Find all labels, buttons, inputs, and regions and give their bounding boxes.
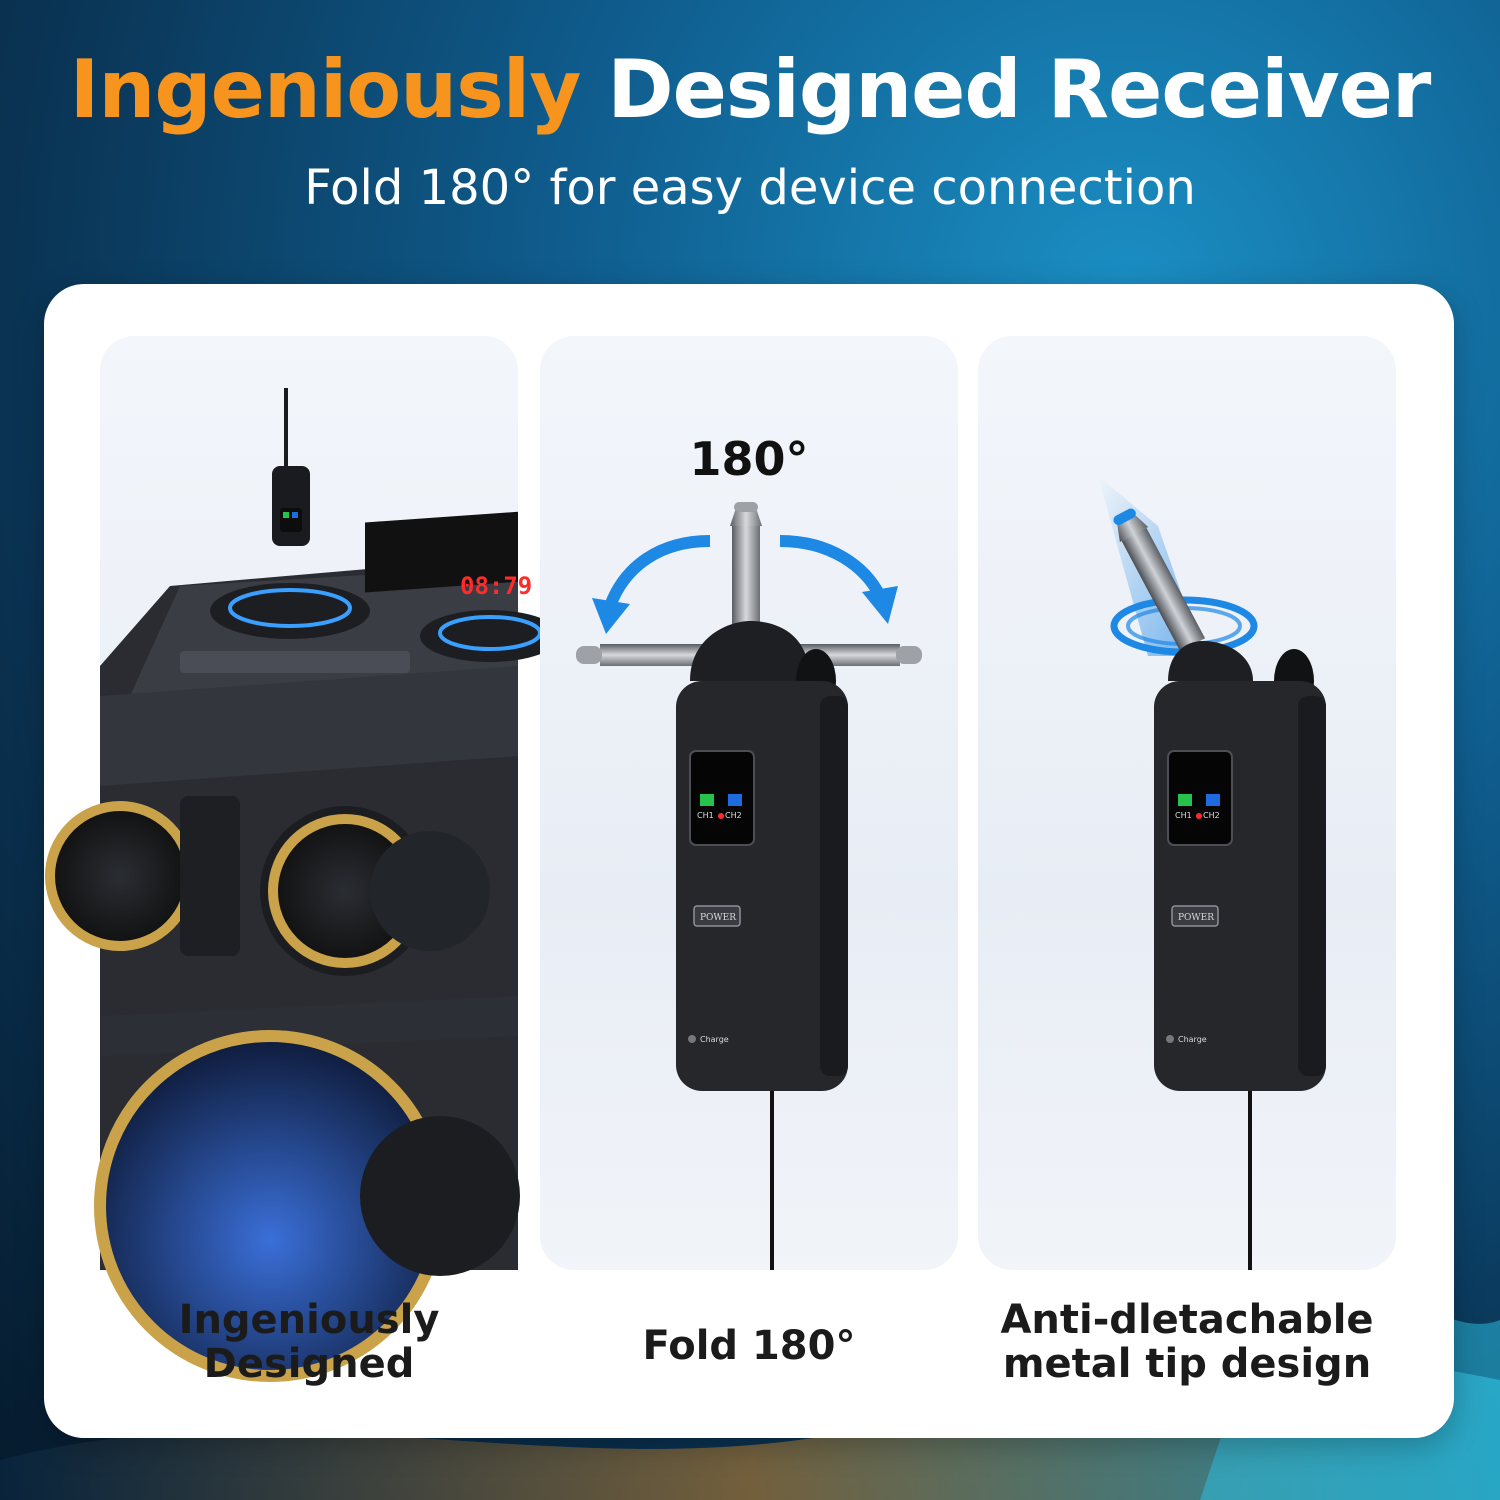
- panel-anti-detachable: CH1 CH2 POWER Charge: [978, 336, 1396, 1270]
- feature-card: 08:79 180°: [44, 284, 1454, 1438]
- caption-line: Designed: [203, 1341, 415, 1387]
- speaker-illustration: 08:79: [45, 388, 560, 1382]
- speaker-display: 08:79: [460, 572, 532, 600]
- panel-ingeniously-designed: 08:79: [45, 336, 560, 1382]
- charge-label: Charge: [700, 1035, 729, 1044]
- power-button-label: POWER: [1178, 913, 1214, 923]
- page-subtitle: Fold 180° for easy device connection: [304, 160, 1196, 216]
- caption-line: metal tip design: [1002, 1341, 1372, 1387]
- caption-fold-180: Fold 180°: [642, 1323, 856, 1369]
- caption-line: Ingeniously: [178, 1297, 440, 1343]
- title-accent: Ingeniously: [69, 43, 582, 136]
- angle-label: 180°: [689, 432, 809, 486]
- panel-fold-180: 180°: [540, 336, 958, 1270]
- arrow-right-icon: [779, 535, 886, 599]
- caption-anti-detachable: Anti-dletachable metal tip design: [947, 1298, 1427, 1386]
- caption-ingeniously-designed: Ingeniously Designed: [69, 1298, 549, 1386]
- title-rest: Designed Receiver: [580, 43, 1431, 136]
- arrow-left-icon: [604, 535, 711, 609]
- ch2-label: CH2: [725, 811, 742, 820]
- ch1-label: CH1: [1175, 811, 1192, 820]
- receiver-fold-illustration: CH1 CH2 POWER Charge: [576, 502, 922, 1270]
- ch1-label: CH1: [697, 811, 714, 820]
- caption-line: Anti-dletachable: [1000, 1297, 1374, 1343]
- ch2-label: CH2: [1203, 811, 1220, 820]
- page-title: Ingeniously Designed Receiver: [0, 42, 1500, 138]
- receiver-tip-illustration: CH1 CH2 POWER Charge: [1098, 476, 1326, 1270]
- charge-label: Charge: [1178, 1035, 1207, 1044]
- power-button-label: POWER: [700, 913, 736, 923]
